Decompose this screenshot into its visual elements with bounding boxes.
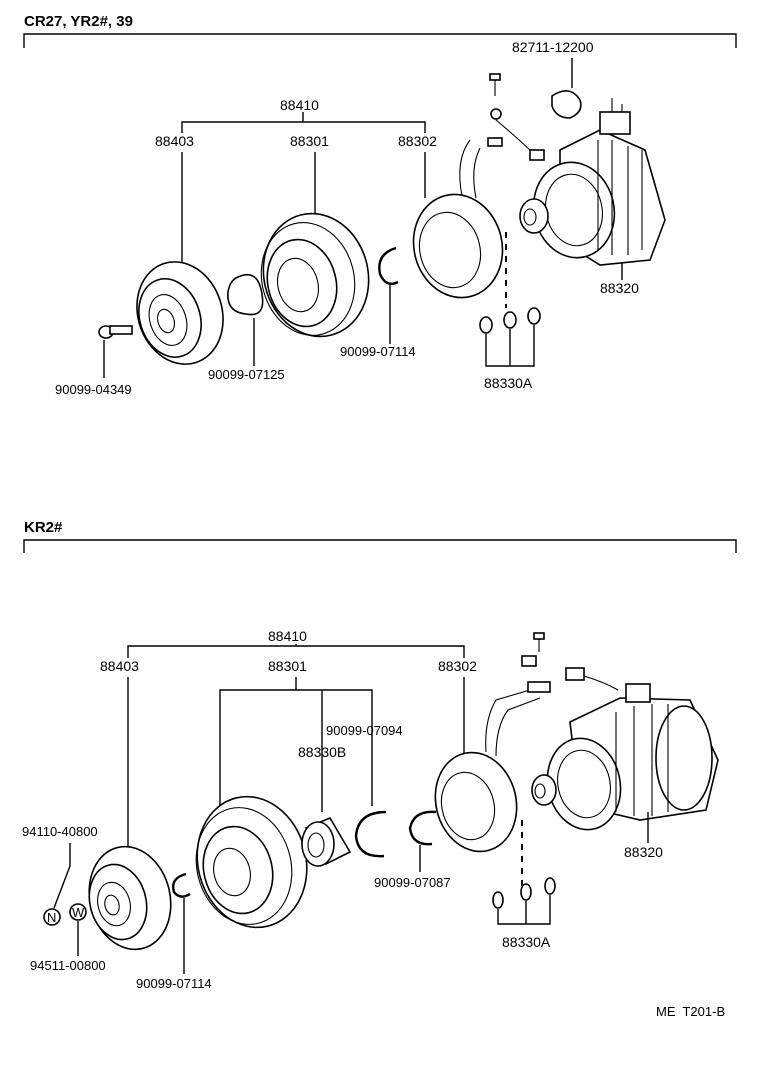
- compressor-part: [519, 98, 666, 266]
- assy-label: 88410: [280, 97, 319, 113]
- nut-label: 94110-40800: [22, 824, 98, 839]
- clip-part: [551, 90, 582, 119]
- connector-part: [527, 681, 551, 693]
- field-coil-part: [434, 689, 541, 853]
- assy-label: 88410: [268, 628, 307, 644]
- plate-label: 88403: [100, 658, 139, 674]
- shim-set-part: [492, 877, 556, 909]
- washer-part: W: [69, 903, 87, 921]
- plate-label: 88403: [155, 133, 194, 149]
- screw-part: [533, 632, 545, 640]
- coil-label: 88302: [438, 658, 477, 674]
- snap-ring-part: [378, 246, 399, 285]
- pressure-plate-part: [136, 261, 224, 365]
- shim-set-part: [479, 307, 541, 334]
- washer-label: 94511-00800: [30, 958, 106, 973]
- snapring-c-label: 90099-07087: [374, 875, 451, 890]
- snapring-label: 90099-07114: [340, 344, 416, 359]
- snap-ring-a-part: [354, 810, 387, 858]
- pulley-label: 88301: [290, 133, 329, 149]
- washer-glyph: W: [72, 905, 85, 920]
- assy-bracket: [127, 644, 465, 658]
- pulley-part: [260, 212, 370, 338]
- compressor-part: [531, 683, 719, 831]
- connector-part: [529, 149, 545, 161]
- bolt-label: 90099-04349: [55, 382, 132, 397]
- coil-label: 88302: [398, 133, 437, 149]
- figure-code: ME T201-B: [656, 1004, 725, 1019]
- shimset-label: 88330A: [484, 375, 533, 391]
- pulley-label: 88301: [268, 658, 307, 674]
- bearing-part: [301, 816, 352, 867]
- shim-part: [227, 273, 264, 316]
- pressure-plate-part: [88, 845, 172, 951]
- snap-ring-b-part: [172, 872, 191, 898]
- nut-glyph: N: [47, 910, 56, 925]
- bolt-part: [98, 325, 133, 339]
- screw-part: [489, 73, 501, 81]
- section-kr2: KR2# 88410 88403 88301 88302 90099-07094…: [22, 519, 737, 991]
- snapring-a-label: 90099-07094: [326, 723, 403, 738]
- bracket-label: 82711-12200: [512, 39, 594, 55]
- nut-part: N: [43, 908, 61, 926]
- bearing-label: 88330B: [298, 744, 346, 760]
- section-cr27: CR27, YR2#, 39 88410 88403 88301 88302 8…: [23, 13, 737, 397]
- field-coil-part: [412, 139, 504, 299]
- assy-bracket: [181, 112, 426, 133]
- compressor-label: 88320: [600, 280, 639, 296]
- section-title: CR27, YR2#, 39: [24, 13, 133, 30]
- section-bracket: [23, 539, 737, 553]
- snap-ring-c-part: [408, 810, 437, 846]
- shimset-label: 88330A: [502, 934, 551, 950]
- pulley-part: [195, 795, 308, 929]
- shim-label: 90099-07125: [208, 367, 285, 382]
- snapring-b-label: 90099-07114: [136, 976, 212, 991]
- section-bracket: [23, 33, 737, 48]
- compressor-label: 88320: [624, 844, 663, 860]
- section-title: KR2#: [24, 519, 63, 536]
